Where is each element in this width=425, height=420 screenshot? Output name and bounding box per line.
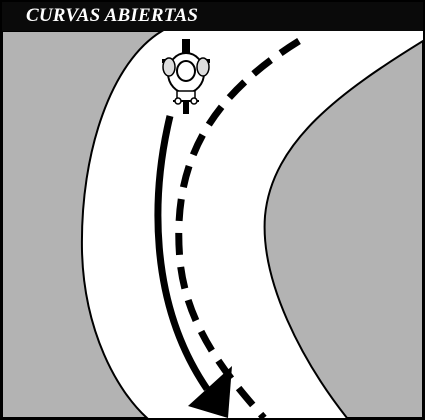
inner-verge [263,39,423,418]
solid-path-arrowhead [188,366,232,418]
diagram-title: CURVAS ABIERTAS [26,5,199,26]
motorcycle-rider-icon [162,39,210,114]
solid-path-line [154,115,210,391]
dashed-path-line [175,38,301,418]
outer-verge [2,31,164,418]
curve-scene [2,31,423,418]
title-bar: CURVAS ABIERTAS [2,2,423,31]
